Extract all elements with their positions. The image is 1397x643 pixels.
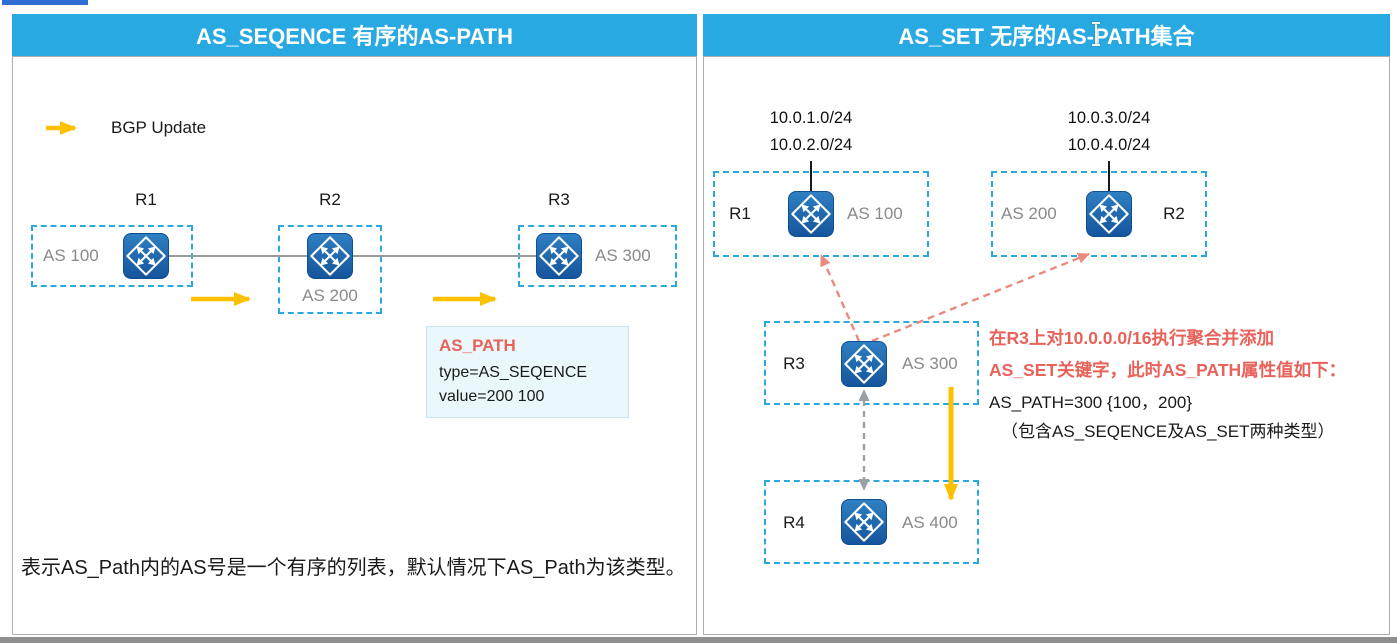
as-label-200: AS 200 (302, 286, 358, 305)
left-panel-body: BGP Update R1 R2 R3 AS 100 AS 200 AS 300… (12, 56, 697, 635)
router-icon-r2-right (1084, 191, 1134, 237)
as-label-400-right: AS 400 (902, 513, 958, 532)
router-label-r3: R3 (548, 190, 570, 209)
as400-dashed-box-right (764, 480, 979, 564)
link-r3-r4-arrowhead-bottom (858, 479, 870, 491)
right-panel-title: AS_SET 无序的AS-PATH集合 (898, 24, 1195, 49)
as200-dashed-box (278, 225, 382, 314)
router-label-r1: R1 (135, 190, 157, 209)
as-label-300-right: AS 300 (902, 354, 958, 373)
prefix-labels-right: 10.0.3.0/24 10.0.4.0/24 (1029, 105, 1189, 159)
prefix-10-0-2-0: 10.0.2.0/24 (769, 136, 853, 154)
slide-bottom-edge (0, 637, 1397, 643)
top-left-artifact (2, 0, 88, 5)
info-box-type-line: type=AS_SEQENCE (439, 364, 588, 381)
router-label-r1-right: R1 (729, 204, 751, 223)
as-path-info-box: AS_PATH type=AS_SEQENCE value=200 100 (426, 326, 629, 418)
annotation-note: （包含AS_SEQENCE及AS_SET两种类型） (1001, 422, 1335, 441)
router-label-r2-right: R2 (1163, 204, 1185, 223)
router-icon-r2 (305, 233, 355, 279)
prefix-labels-left: 10.0.1.0/24 10.0.2.0/24 (731, 105, 891, 159)
right-panel-header: AS_SET 无序的AS-PATH集合 (703, 14, 1390, 56)
legend-bgp-update-label: BGP Update (111, 118, 207, 137)
prefix-10-0-4-0: 10.0.4.0/24 (1067, 136, 1151, 154)
route-arrow-r3-to-r1 (819, 254, 861, 342)
prefix-10-0-1-0: 10.0.1.0/24 (769, 109, 853, 127)
info-box-title: AS_PATH (439, 336, 516, 355)
router-label-r2: R2 (319, 190, 341, 209)
prefix-10-0-3-0: 10.0.3.0/24 (1067, 109, 1151, 127)
router-icon-r3 (534, 233, 584, 279)
annotation-red-line1: 在R3上对10.0.0.0/16执行聚合并添加 (989, 328, 1274, 348)
router-icon-r1 (121, 233, 171, 279)
as300-dashed-box-right (764, 321, 979, 405)
as-label-100: AS 100 (43, 246, 99, 265)
router-label-r3-right: R3 (783, 354, 805, 373)
as-label-300: AS 300 (595, 246, 651, 265)
router-icon-r1-right (786, 191, 836, 237)
as200-dashed-box-right (991, 171, 1207, 257)
left-panel-header: AS_SEQENCE 有序的AS-PATH (12, 14, 697, 56)
router-icon-r3-right (839, 341, 889, 387)
annotation-as-path-value: AS_PATH=300 {100，200} (989, 393, 1193, 412)
right-panel-body: 10.0.1.0/24 10.0.2.0/24 10.0.3.0/24 10.0… (703, 56, 1390, 635)
as-label-200-right: AS 200 (1001, 204, 1057, 223)
info-box-value-line: value=200 100 (439, 388, 545, 405)
link-r3-r4-arrowhead-top (858, 389, 870, 401)
router-icon-r4-right (839, 499, 889, 545)
as-label-100-right: AS 100 (847, 204, 903, 223)
route-arrow-r3-to-r2 (871, 252, 1090, 343)
text-cursor-artifact (1092, 22, 1100, 46)
annotation-red-line2: AS_SET关键字，此时AS_PATH属性值如下： (989, 360, 1347, 380)
right-connectors (810, 161, 1110, 501)
router-label-r4-right: R4 (783, 513, 805, 532)
left-description: 表示AS_Path内的AS号是一个有序的列表，默认情况下AS_Path为该类型。 (21, 557, 686, 579)
left-panel-title: AS_SEQENCE 有序的AS-PATH (195, 24, 513, 49)
